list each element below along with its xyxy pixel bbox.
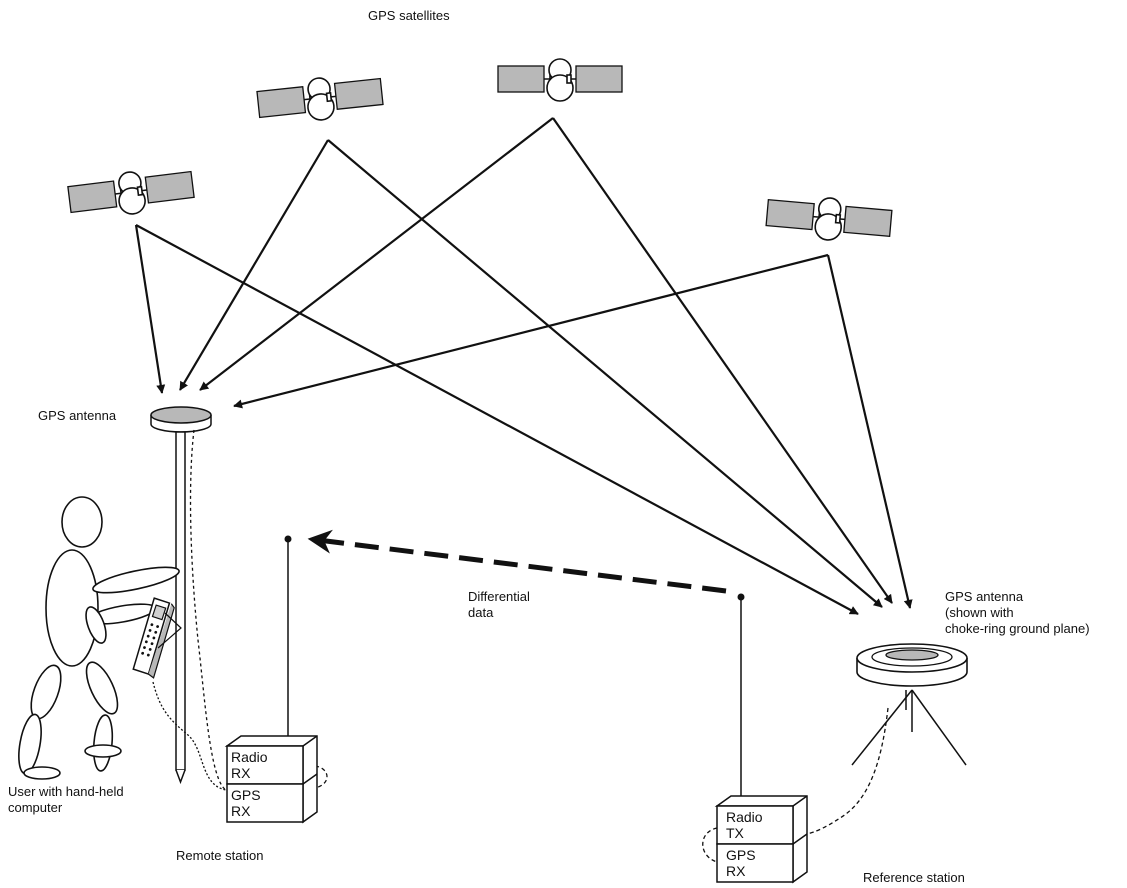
remote-box-bottom-label: GPS RX	[231, 787, 264, 819]
computer-cable	[152, 681, 227, 791]
signal-sat1-remote	[134, 224, 166, 394]
satellite-4	[765, 197, 893, 241]
reference-receiver-stack	[714, 795, 808, 884]
satellite-1	[67, 170, 195, 215]
reference-station-label: Reference station	[863, 870, 965, 885]
reference-radio-antenna-tip	[737, 593, 745, 601]
differential-label: Differential data	[468, 589, 534, 620]
remote-antenna-label: GPS antenna	[38, 408, 117, 423]
user-label: User with hand-held computer	[8, 784, 127, 815]
strap	[157, 612, 182, 649]
signal-sat3-remote	[199, 117, 554, 391]
remote-station-label: Remote station	[176, 848, 263, 863]
remote-receiver-stack	[224, 735, 318, 824]
signal-sat1-reference	[135, 224, 859, 615]
differential-link	[307, 529, 727, 594]
signal-sat4-remote	[233, 253, 829, 409]
survey-pole	[175, 431, 186, 785]
reference-antenna-label: GPS antenna (shown with choke-ring groun…	[945, 589, 1090, 636]
satellite-2	[256, 77, 384, 121]
antenna-cable-remote	[189, 429, 227, 791]
choke-ring-antenna	[856, 643, 968, 687]
reference-box-top-label: Radio TX	[726, 809, 766, 841]
signal-sat2-remote	[179, 139, 329, 391]
reference-box-link	[702, 827, 718, 863]
remote-antenna	[150, 406, 212, 433]
antenna-cable-reference	[806, 707, 889, 835]
handheld-computer	[132, 597, 175, 679]
remote-radio-antenna-tip	[284, 535, 292, 543]
signal-sat2-reference	[327, 139, 883, 608]
remote-box-top-label: Radio RX	[231, 749, 271, 781]
signal-sat4-reference	[826, 254, 913, 609]
remote-box-link	[314, 765, 328, 789]
satellite-3	[497, 58, 623, 102]
reference-box-bottom-label: GPS RX	[726, 847, 759, 879]
tripod	[851, 689, 967, 766]
signal-sat3-reference	[552, 117, 893, 604]
user-figure	[18, 496, 180, 780]
satellites-label: GPS satellites	[368, 8, 450, 23]
